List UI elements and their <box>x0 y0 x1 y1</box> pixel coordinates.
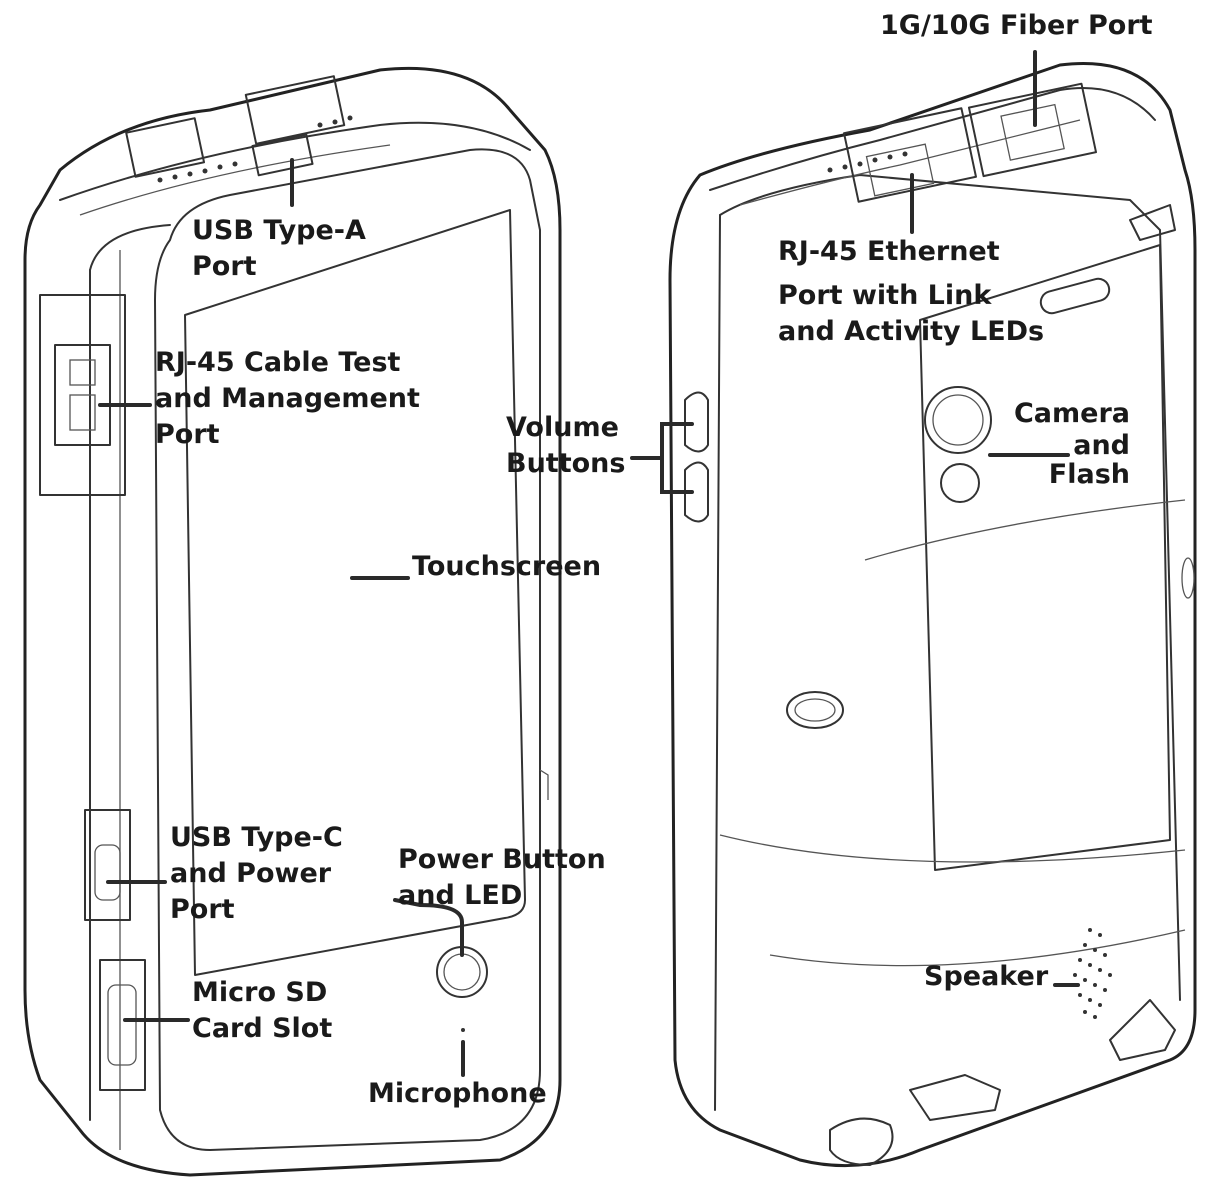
label-camera-flash: Camera and Flash <box>1000 396 1130 490</box>
label-line: Port <box>155 417 420 453</box>
label-power-button: Power Button and LED <box>398 842 606 914</box>
label-volume-buttons: Volume Buttons <box>506 410 625 482</box>
label-line: and LED <box>398 878 606 914</box>
label-usb-type-c: USB Type-C and Power Port <box>170 820 343 928</box>
label-line: Port with Link <box>778 278 1044 314</box>
label-line: Touchscreen <box>412 549 601 585</box>
label-microphone: Microphone <box>368 1076 547 1112</box>
label-line: Port <box>192 249 366 285</box>
label-usb-type-a: USB Type-A Port <box>192 213 366 285</box>
speaker-grille-dots <box>1073 928 1112 1019</box>
label-line: Micro SD <box>192 975 332 1011</box>
label-rj45-cable-test: RJ-45 Cable Test and Management Port <box>155 345 420 453</box>
label-line: Camera <box>1000 396 1130 432</box>
label-line: Microphone <box>368 1076 547 1112</box>
label-line: and Management <box>155 381 420 417</box>
label-line: Flash <box>1000 460 1130 490</box>
label-line: Power Button <box>398 842 606 878</box>
back-device <box>670 63 1195 1165</box>
label-speaker: Speaker <box>924 959 1048 995</box>
label-line: USB Type-C <box>170 820 343 856</box>
label-line: and <box>1000 432 1130 460</box>
label-line: RJ-45 Cable Test <box>155 345 420 381</box>
label-line: 1G/10G Fiber Port <box>880 8 1153 44</box>
leader-volume-buttons <box>632 424 692 492</box>
label-fiber-port: 1G/10G Fiber Port <box>880 8 1153 44</box>
label-line: and Activity LEDs <box>778 314 1044 350</box>
label-line: USB Type-A <box>192 213 366 249</box>
label-line: and Power <box>170 856 343 892</box>
label-micro-sd: Micro SD Card Slot <box>192 975 332 1047</box>
label-line: Buttons <box>506 446 625 482</box>
label-line: Port <box>170 892 343 928</box>
label-line: Volume <box>506 410 625 446</box>
label-rj45-ethernet: RJ-45 Ethernet Port with Link and Activi… <box>778 234 1044 350</box>
label-touchscreen: Touchscreen <box>412 549 601 585</box>
label-line: Card Slot <box>192 1011 332 1047</box>
label-line: RJ-45 Ethernet <box>778 234 1044 270</box>
label-line: Speaker <box>924 959 1048 995</box>
